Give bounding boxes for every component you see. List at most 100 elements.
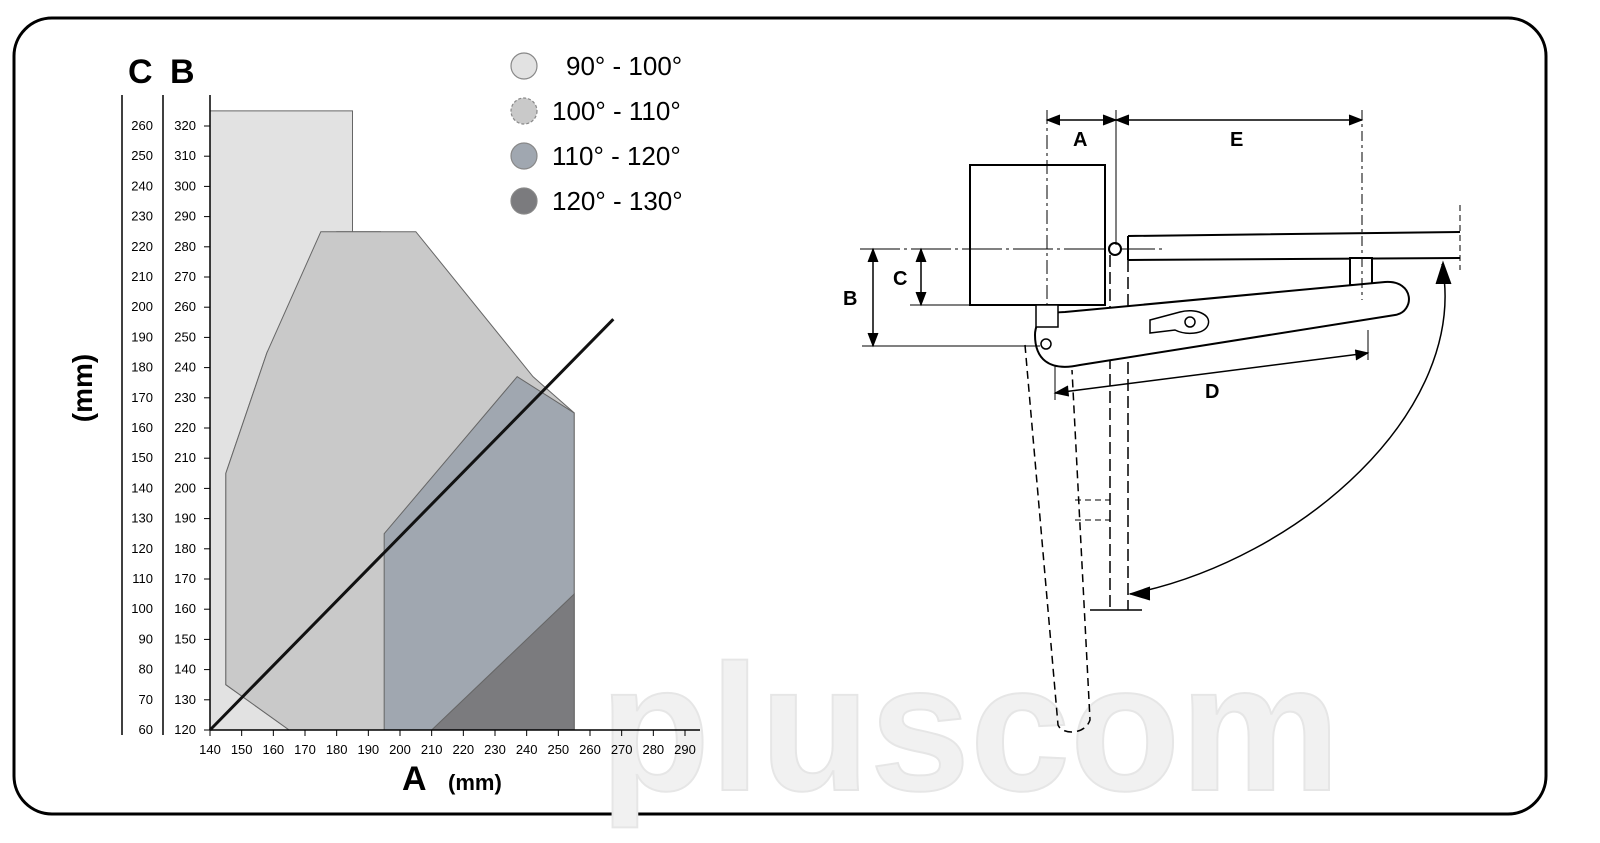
b-tick-label: 120 (174, 722, 196, 737)
b-tick-label: 240 (174, 360, 196, 375)
c-tick-label: 230 (131, 209, 153, 224)
c-tick-label: 190 (131, 329, 153, 344)
c-tick-label: 70 (139, 692, 153, 707)
motor-box (969, 164, 1106, 306)
b-tick-label: 310 (174, 148, 196, 163)
x-tick-label: 140 (199, 742, 221, 757)
x-tick-label: 170 (294, 742, 316, 757)
actuator-arm-open (1024, 344, 1091, 733)
y-axis-unit: (mm) (67, 354, 98, 422)
c-tick-label: 130 (131, 511, 153, 526)
legend-label: 90° - 100° (566, 51, 682, 81)
x-tick-label: 220 (452, 742, 474, 757)
x-tick-label: 210 (421, 742, 443, 757)
c-tick-label: 220 (131, 239, 153, 254)
x-tick-label: 290 (674, 742, 696, 757)
legend-swatch (510, 187, 538, 215)
dim-e-arrows (1114, 114, 1364, 126)
dim-d-arrows (1053, 349, 1370, 397)
c-tick-label: 80 (139, 662, 153, 677)
legend-label: 120° - 130° (552, 186, 683, 216)
b-tick-label: 260 (174, 299, 196, 314)
x-tick-label: 270 (611, 742, 633, 757)
b-tick-label: 130 (174, 692, 196, 707)
x-tick-label: 250 (547, 742, 569, 757)
legend-label: 100° - 110° (552, 96, 681, 126)
arm-slot (1149, 310, 1210, 335)
dim-d-line (1054, 352, 1369, 394)
b-tick-label: 280 (174, 239, 196, 254)
x-axis-unit: (mm) (448, 770, 502, 795)
x-tick-label: 160 (262, 742, 284, 757)
legend-swatch (510, 97, 538, 125)
b-tick-label: 170 (174, 571, 196, 586)
chart-regions (209, 110, 575, 731)
b-tick-label: 200 (174, 480, 196, 495)
x-tick-label: 190 (357, 742, 379, 757)
c-tick-label: 160 (131, 420, 153, 435)
dim-d-label: D (1205, 381, 1219, 403)
b-tick-label: 150 (174, 631, 196, 646)
legend-swatch (510, 52, 538, 80)
dimension-labels: A E B C D (843, 129, 1243, 403)
b-tick-label: 290 (174, 209, 196, 224)
gate-bracket (1349, 257, 1373, 286)
c-tick-label: 170 (131, 390, 153, 405)
b-tick-label: 180 (174, 541, 196, 556)
arc-arrow-bottom (1128, 586, 1151, 601)
dim-c-label: C (893, 268, 907, 290)
c-tick-label: 140 (131, 480, 153, 495)
arm-pivot (1040, 338, 1052, 350)
b-tick-label: 220 (174, 420, 196, 435)
c-tick-label: 150 (131, 450, 153, 465)
x-tick-label: 180 (326, 742, 348, 757)
installation-diagram (860, 110, 1461, 733)
x-tick-label: 240 (516, 742, 538, 757)
hinge-pin (1108, 242, 1122, 256)
c-axis-letter: C (128, 53, 153, 91)
c-tick-label: 180 (131, 360, 153, 375)
c-ticks: 60 70 80 90 100 110 120 130 140 150 160 170 180 190 20… (131, 118, 153, 737)
c-tick-label: 120 (131, 541, 153, 556)
c-tick-label: 90 (139, 631, 153, 646)
c-tick-label: 100 (131, 601, 153, 616)
x-tick-label: 230 (484, 742, 506, 757)
b-tick-label: 230 (174, 390, 196, 405)
dim-b-label: B (843, 288, 857, 310)
swing-arc (1129, 263, 1446, 595)
dim-c-arrows (915, 247, 927, 307)
b-tick-label: 250 (174, 329, 196, 344)
c-tick-label: 60 (139, 722, 153, 737)
x-axis-letter: A (402, 760, 427, 798)
b-tick-label: 140 (174, 662, 196, 677)
x-tick-label: 280 (642, 742, 664, 757)
chart-area: 140 150 160 170 180 190 200 210 220 230 240 250 260 2… (67, 51, 700, 798)
b-tick-label: 270 (174, 269, 196, 284)
c-tick-label: 200 (131, 299, 153, 314)
c-tick-label: 110 (132, 571, 153, 586)
b-tick-label: 160 (174, 601, 196, 616)
b-tick-label: 320 (174, 118, 196, 133)
arm-slot-hole (1184, 316, 1196, 328)
dim-b-arrows (867, 247, 879, 348)
b-ticks: 1201301401501601701801902002102202302402… (174, 118, 210, 737)
c-tick-label: 250 (131, 148, 153, 163)
legend-label: 110° - 120° (552, 141, 681, 171)
watermark-text: pluscom (600, 628, 1340, 829)
dim-a-label: A (1073, 129, 1087, 151)
arc-arrow-top (1435, 260, 1452, 285)
c-tick-label: 210 (131, 269, 153, 284)
x-tick-label: 150 (231, 742, 253, 757)
b-tick-label: 300 (174, 178, 196, 193)
b-axis-letter: B (170, 53, 195, 91)
c-tick-label: 260 (131, 118, 153, 133)
gate-leaf (1127, 231, 1461, 261)
legend: 90° - 100° 100° - 110° 110° - 120° 120° - 1… (510, 51, 683, 216)
x-tick-label: 260 (579, 742, 601, 757)
legend-swatch (510, 142, 538, 170)
dim-e-label: E (1230, 129, 1243, 151)
reference-line (208, 318, 615, 732)
